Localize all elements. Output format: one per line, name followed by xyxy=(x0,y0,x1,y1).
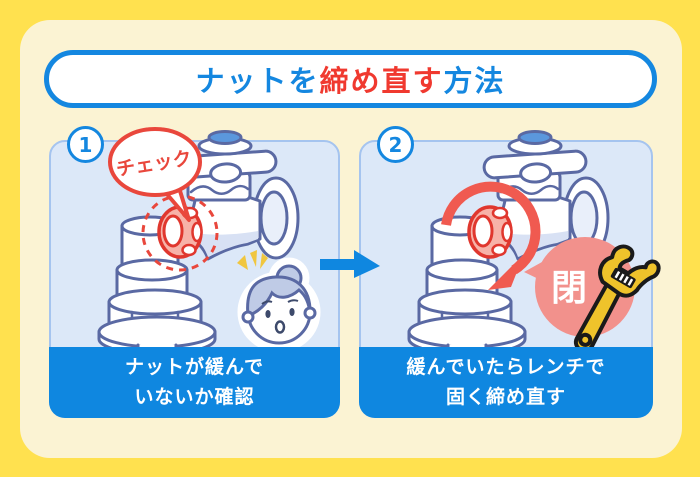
title-segment-1: ナットを xyxy=(195,64,320,98)
step-2-caption: 緩んでいたらレンチで 固く締め直す xyxy=(359,347,653,418)
title-segment-3: 方法 xyxy=(443,64,506,98)
step-1-number: 1 xyxy=(78,132,93,157)
step-1-panel: チェック 1 ナットが緩んで いないか確認 xyxy=(49,126,340,418)
title-segment-2: 締め直す xyxy=(319,64,444,98)
check-bubble: チェック xyxy=(108,127,202,222)
step-2-number-badge: 2 xyxy=(377,126,414,163)
step-2-caption-line-2: 固く締め直す xyxy=(445,385,566,408)
step-1-number-badge: 1 xyxy=(67,126,104,163)
step-2-caption-line-1: 緩んでいたらレンチで xyxy=(406,356,606,379)
step-1-caption-line-1: ナットが緩んで xyxy=(124,356,265,379)
step-1-caption-line-2: いないか確認 xyxy=(134,385,255,408)
step-2-panel: 閉 2 緩んでいたらレンチで 固く締め直す xyxy=(359,126,661,418)
step-1-caption: ナットが緩んで いないか確認 xyxy=(49,347,340,418)
step-2-number: 2 xyxy=(388,132,403,157)
surprise-marks-icon xyxy=(237,250,268,270)
title-banner: ナットを締め直す方法 xyxy=(44,50,657,108)
close-label: 閉 xyxy=(551,268,587,309)
surprised-woman-icon xyxy=(237,257,321,353)
faucet-illustration-step1: チェック xyxy=(97,127,321,362)
rotate-clockwise-arrow-icon xyxy=(441,181,541,290)
next-arrow-icon xyxy=(320,250,380,278)
wrench-icon xyxy=(573,244,661,353)
faucet-illustration-step2: 閉 xyxy=(407,129,661,362)
